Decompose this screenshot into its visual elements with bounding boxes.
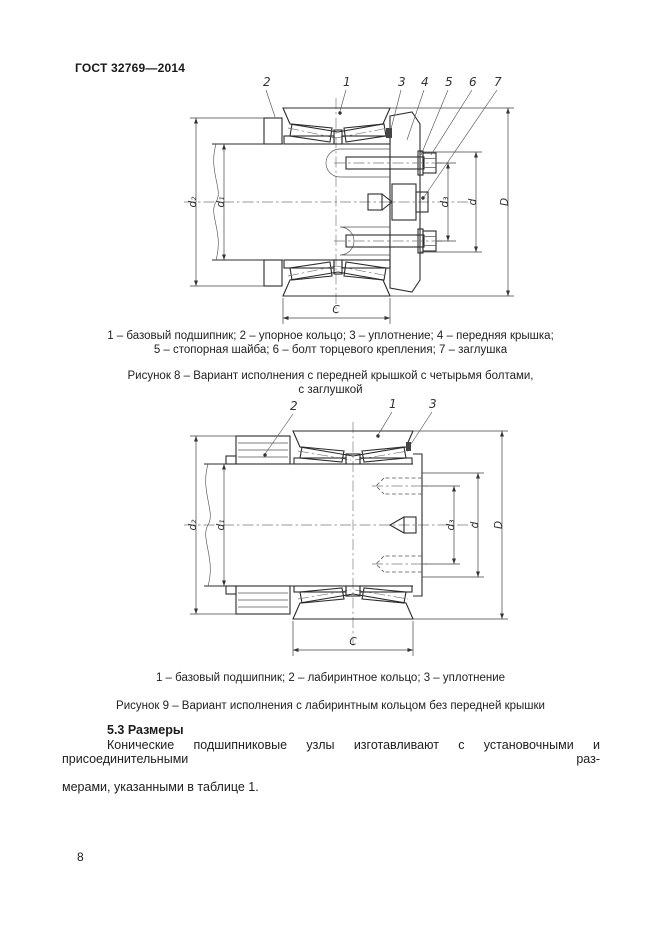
fig8-bolt-head-facets xyxy=(423,236,436,246)
fig8-cone xyxy=(341,135,391,145)
fig8-cone xyxy=(283,259,335,269)
fig9-labyrinth-ring-top xyxy=(235,435,291,465)
fig8-spacer xyxy=(333,259,343,275)
fig9-roller-axes xyxy=(297,450,409,600)
fig9-labyrinth-ring-bottom xyxy=(235,585,291,615)
figure8-legend: 1 – базовый подшипник; 2 – упорное кольц… xyxy=(0,329,661,357)
fig8-roller xyxy=(289,261,333,281)
fig9-roller xyxy=(299,587,345,604)
fig8-center-bolt-cone xyxy=(381,193,393,211)
fig9-labyrinth-grooves xyxy=(238,442,288,458)
fig9-callout-leaders xyxy=(264,411,433,455)
fig8-callout-leaders xyxy=(265,89,498,198)
figure9-legend: 1 – базовый подшипник; 2 – лабиринтное к… xyxy=(155,672,506,684)
section-body-line1: Конические подшипниковые узлы изготавлив… xyxy=(62,738,600,766)
fig9-callout-3: 3 xyxy=(429,398,437,411)
figure8-legend-line1: 1 – базовый подшипник; 2 – упорное кольц… xyxy=(107,330,554,342)
fig8-bolt-head-facets xyxy=(423,158,436,168)
fig9-spacer xyxy=(345,453,361,465)
figure8-caption-line1: Рисунок 8 – Вариант исполнения с передне… xyxy=(127,370,534,382)
fig8-callout-7: 7 xyxy=(494,75,502,89)
section-heading: 5.3 Размеры xyxy=(107,723,184,737)
fig9-ring-foot xyxy=(225,455,237,465)
fig8-dim-label-C: C xyxy=(332,304,340,316)
fig9-cone xyxy=(359,585,413,593)
figure9-caption: Рисунок 9 – Вариант исполнения с лабирин… xyxy=(116,700,545,712)
fig9-roller xyxy=(361,446,407,463)
fig8-dim-label-D: D xyxy=(499,198,511,206)
fig9-dim-label-d2: d₂ xyxy=(187,519,199,531)
fig8-ext-d2 xyxy=(190,117,264,287)
fig9-ext-D xyxy=(413,430,508,620)
figure8-drawing: d₂ d₁ d₃ d D C 2 1 3 4 5 6 7 xyxy=(184,75,514,324)
fig9-callout-2: 2 xyxy=(290,399,298,413)
fig8-dim-label-d2: d₂ xyxy=(187,196,199,208)
fig8-front-cover xyxy=(389,111,421,293)
fig9-cone xyxy=(359,457,413,465)
fig8-ext-D xyxy=(390,107,514,297)
fig9-end-face xyxy=(413,453,423,597)
doc-number-header: ГОСТ 32769—2014 xyxy=(75,61,186,75)
fig9-ext-d xyxy=(422,472,484,578)
fig8-cup-top xyxy=(282,107,391,133)
fig9-center-hole-cone xyxy=(388,516,405,534)
fig9-leader-dot xyxy=(263,453,267,457)
fig8-cone xyxy=(341,259,391,269)
fig8-cone xyxy=(283,135,335,145)
fig8-thrust-ring-bottom xyxy=(263,259,283,287)
fig8-thrust-ring-top xyxy=(263,117,283,145)
fig8-center-bolt xyxy=(367,193,383,211)
fig8-dim-label-d: d xyxy=(467,198,479,205)
fig9-roller xyxy=(299,446,345,463)
fig9-cone xyxy=(293,457,347,465)
fig8-leader-dot xyxy=(338,111,342,115)
fig8-dim-label-d3: d₃ xyxy=(439,197,451,208)
section-body: Конические подшипниковые узлы изготавлив… xyxy=(62,738,600,794)
fig9-leader-dot xyxy=(376,434,380,438)
fig9-dim-label-C: C xyxy=(349,636,357,648)
fig9-dim-label-D: D xyxy=(493,521,505,529)
fig9-callout-1: 1 xyxy=(389,398,397,411)
fig9-dim-label-d: d xyxy=(469,521,481,528)
fig9-center-hole xyxy=(403,516,417,534)
fig9-break-line xyxy=(205,463,211,587)
fig9-cup-bottom xyxy=(292,593,414,620)
fig8-bolt-shaft-bottom xyxy=(345,234,425,248)
fig8-counterbore-top xyxy=(325,148,390,178)
fig8-callout-2: 2 xyxy=(263,75,271,89)
page-number: 8 xyxy=(77,850,84,864)
fig8-callout-5: 5 xyxy=(445,75,453,89)
fig9-cone xyxy=(293,585,347,593)
fig8-roller xyxy=(289,123,333,143)
fig9-ring-foot xyxy=(225,585,237,595)
fig8-ext-d xyxy=(420,151,482,253)
fig8-bolt-shaft-top xyxy=(345,156,425,170)
fig9-labyrinth-grooves xyxy=(238,592,288,608)
fig8-spacer xyxy=(333,129,343,145)
fig9-spacer xyxy=(345,585,361,597)
fig8-callout-3: 3 xyxy=(398,75,406,89)
fig8-seal xyxy=(386,128,392,138)
fig8-dim-label-d1: d₁ xyxy=(215,197,227,208)
fig9-threaded-hole-top xyxy=(375,477,422,495)
fig8-break-line xyxy=(213,143,219,261)
fig9-cup-top xyxy=(292,430,414,457)
fig8-plug xyxy=(415,191,429,213)
fig8-cup-bottom xyxy=(282,271,391,297)
fig8-roller-axes xyxy=(287,127,389,277)
fig9-seal xyxy=(406,442,411,451)
figure8-legend-line2: 5 – стопорная шайба; 6 – болт торцевого … xyxy=(153,344,508,356)
section-body-line2: мерами, указанными в таблице 1. xyxy=(62,780,259,794)
fig9-dim-label-d3: d₃ xyxy=(445,520,457,531)
fig9-threaded-hole-bottom xyxy=(375,555,422,573)
fig9-dim-label-d1: d₁ xyxy=(215,520,227,531)
fig8-callout-1: 1 xyxy=(343,75,351,89)
figure8-caption-line2: с заглушкой xyxy=(298,384,363,396)
fig8-callout-6: 6 xyxy=(469,75,477,89)
figure8-caption: Рисунок 8 – Вариант исполнения с передне… xyxy=(0,369,661,397)
fig8-leader-dot xyxy=(421,196,425,200)
fig8-callout-4: 4 xyxy=(421,75,429,89)
fig9-roller xyxy=(361,587,407,604)
figure9-drawing: d₂ d₁ d₃ d D C 2 1 3 xyxy=(184,398,508,656)
